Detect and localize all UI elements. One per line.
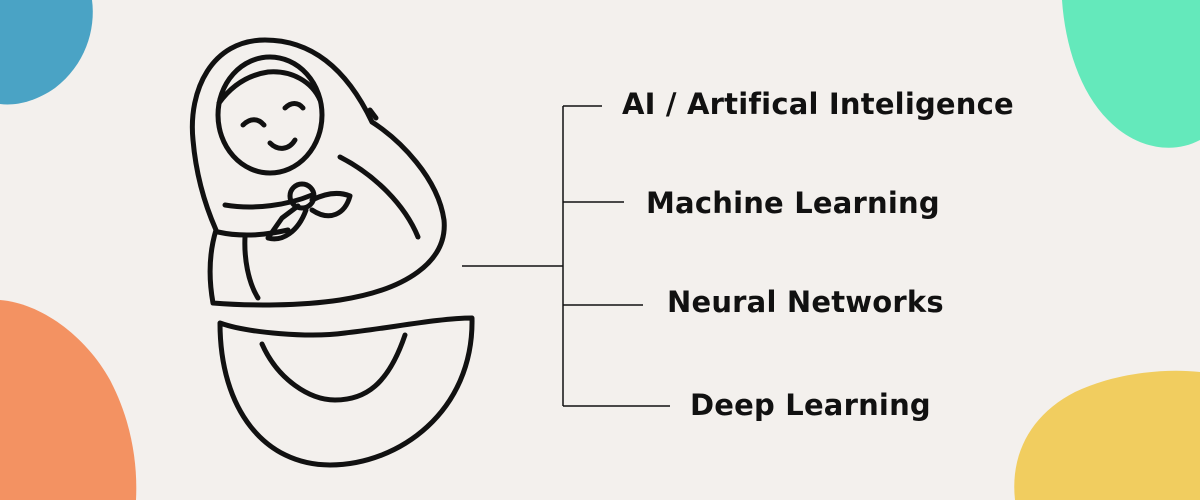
blob-green-top-right <box>1062 0 1200 148</box>
doll-scarf-hem-inner <box>215 227 291 238</box>
hierarchy-connectors <box>462 105 670 407</box>
doll-upper-body-outline <box>189 37 447 308</box>
doll-hair <box>216 69 323 106</box>
blob-blue-top-left <box>0 0 93 105</box>
doll-smile <box>267 137 298 151</box>
label-deep-learning: Deep Learning <box>690 388 931 422</box>
doll-apron-line <box>242 234 261 301</box>
blob-orange-bottom-left <box>0 300 137 500</box>
doll-bow-left-leaf <box>265 203 309 242</box>
doll-shoulder-flick <box>367 107 379 121</box>
doll-lower-bowl-inner <box>259 332 408 403</box>
doll-lower-bowl <box>217 315 475 468</box>
label-ai: AI / Artifical Inteligence <box>622 87 1014 121</box>
doll-scarf-hem <box>222 192 315 210</box>
doll-face <box>215 54 325 176</box>
doll-right-eye <box>282 101 306 111</box>
label-machine-learning: Machine Learning <box>646 186 940 220</box>
doll-left-eye <box>240 117 267 128</box>
label-neural-networks: Neural Networks <box>667 285 944 319</box>
doll-bow-right-leaf <box>309 190 353 219</box>
doll-shoulder-contour <box>337 154 421 240</box>
blob-yellow-bottom-right <box>1014 370 1200 500</box>
matryoshka-doll-icon <box>189 37 475 468</box>
doll-bow-knot <box>287 181 317 211</box>
